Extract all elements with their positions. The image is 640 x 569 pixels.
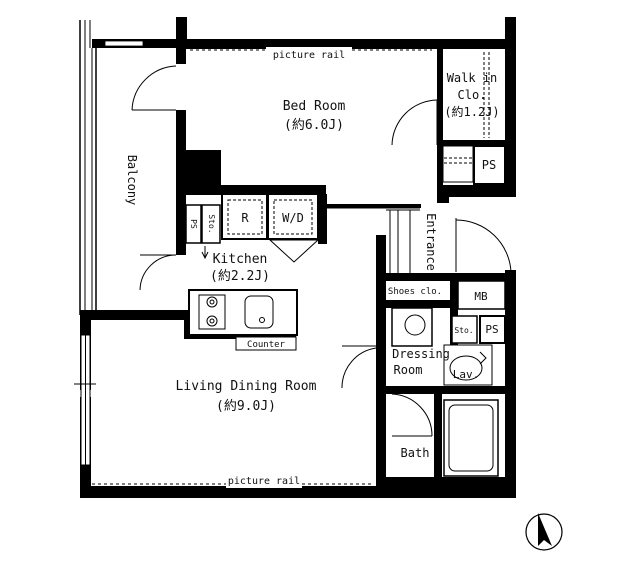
bedroom-size: (約6.0J)	[284, 118, 344, 133]
ps-shaft	[442, 145, 506, 185]
kitchen-name: Kitchen	[213, 252, 268, 267]
washing-machine-pan	[391, 307, 433, 347]
counter-label: Counter	[247, 340, 286, 350]
dressing-line1: Dressing	[392, 347, 450, 361]
living-size: (約9.0J)	[216, 399, 276, 414]
lavatory	[443, 344, 493, 386]
ps-label: PS	[485, 323, 498, 336]
mb-box: MB	[457, 280, 506, 310]
lavatory-label: Lav.	[453, 368, 480, 381]
walkin-line1: Walk in	[447, 71, 498, 85]
kitchen-storage: PS Sto.	[185, 204, 221, 260]
kitchen-size: (約2.2J)	[210, 269, 270, 284]
balcony-name: Balcony	[125, 155, 139, 206]
bedroom-name: Bed Room	[283, 99, 346, 114]
washer-dryer: W/D	[267, 193, 320, 263]
entrance-name: Entrance	[424, 213, 438, 271]
mb-label: MB	[474, 290, 488, 303]
balcony	[79, 20, 182, 315]
walkin-line2: Clo.	[458, 88, 487, 102]
picture-rail-label: picture rail	[273, 50, 345, 61]
refrigerator: R	[221, 193, 268, 240]
doors	[131, 65, 512, 437]
north-arrow-icon	[525, 513, 563, 551]
closet-shelves	[483, 52, 490, 138]
kitchen-counter: Counter	[188, 289, 298, 351]
sto-label: Sto.	[454, 326, 473, 335]
bath-name: Bath	[401, 446, 430, 460]
sto-label: Sto.	[207, 214, 216, 233]
walkin-size: (約1.2J)	[444, 104, 499, 119]
shoes-closet: Shoes clo.	[388, 287, 442, 297]
ps-label: PS	[189, 219, 198, 229]
bathtub	[443, 399, 499, 477]
dressing-line2: Room	[394, 363, 423, 377]
shoes-clo-label: Shoes clo.	[388, 287, 442, 297]
washer-dryer-label: W/D	[282, 211, 304, 225]
ps-label: PS	[482, 158, 496, 172]
dressing-storage: Sto.	[451, 315, 506, 344]
living-window	[74, 334, 96, 466]
picture-rail-label: picture rail	[228, 476, 300, 487]
refrigerator-label: R	[241, 211, 249, 225]
living-name: Living Dining Room	[176, 379, 317, 394]
